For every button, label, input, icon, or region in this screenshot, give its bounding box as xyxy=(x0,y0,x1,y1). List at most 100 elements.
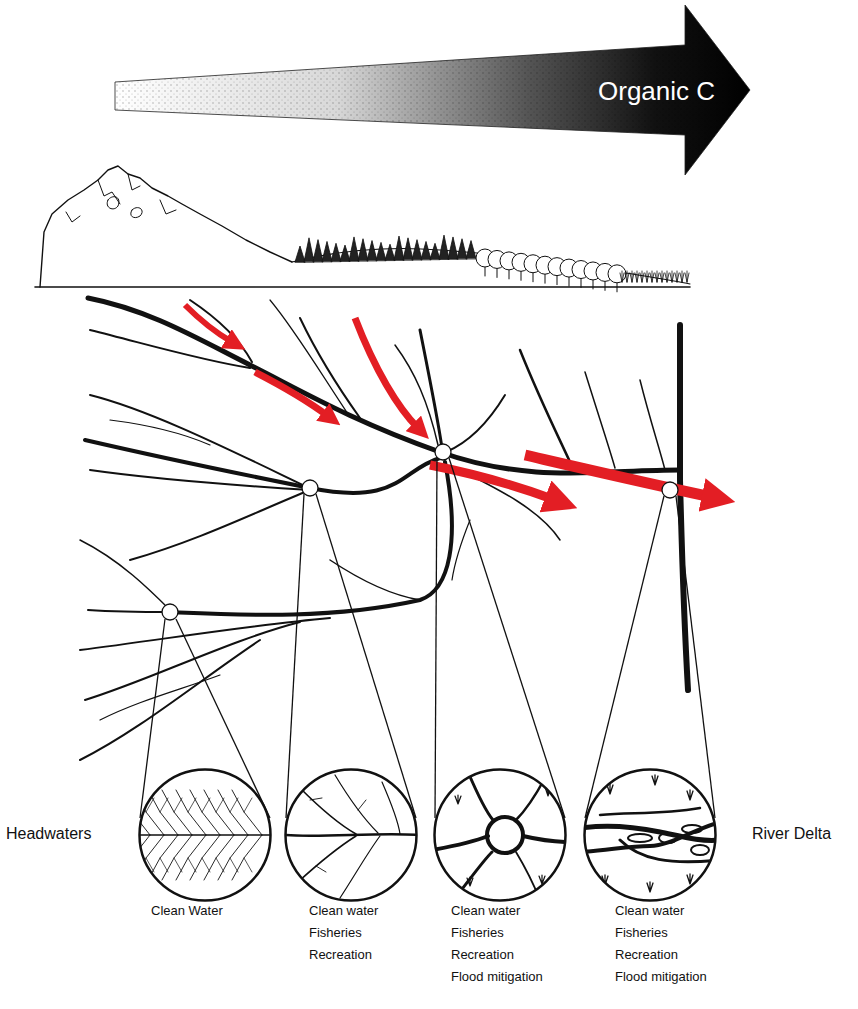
illustration-stroke xyxy=(132,798,140,812)
end-label: Headwaters xyxy=(6,824,91,844)
illustration-stroke xyxy=(385,244,395,260)
illustration-stroke xyxy=(100,675,220,720)
illustration-stroke xyxy=(162,790,192,835)
illustration-stroke xyxy=(452,520,470,580)
illustration-stroke xyxy=(188,798,196,812)
illustration-stroke xyxy=(88,610,170,612)
circle-border xyxy=(140,770,271,901)
illustration-stroke xyxy=(120,790,150,835)
illustration-stroke xyxy=(439,235,449,259)
illustration-stroke xyxy=(110,420,210,445)
illustration-stroke xyxy=(625,271,629,282)
arrow-label: Organic C xyxy=(598,76,715,106)
illustration-stroke xyxy=(131,208,142,218)
illustration-stroke xyxy=(230,798,238,812)
service-item: Fisheries xyxy=(309,922,378,944)
illustration-stroke xyxy=(395,345,438,445)
illustration-stroke xyxy=(298,836,356,882)
flow-arrows xyxy=(185,305,712,500)
illustration-stroke xyxy=(270,300,348,414)
illustration-stroke xyxy=(525,455,712,497)
circle-outline xyxy=(138,768,272,902)
service-item: Clean Water xyxy=(151,900,223,922)
illustration-stroke xyxy=(286,494,304,818)
illustration-stroke xyxy=(316,494,416,818)
illustration-stroke xyxy=(349,237,359,261)
end-label: River Delta xyxy=(752,824,831,844)
river-view xyxy=(432,768,570,902)
illustration-stroke xyxy=(202,858,210,872)
illustration-stroke xyxy=(138,768,272,902)
illustration-stroke xyxy=(66,212,80,222)
arrow-fill xyxy=(115,5,750,175)
illustration-stroke xyxy=(302,480,318,496)
illustration-stroke xyxy=(421,241,431,259)
illustration-stroke xyxy=(190,835,220,880)
illustration-stroke xyxy=(523,836,570,842)
illustration-stroke xyxy=(680,325,688,690)
illustration-stroke xyxy=(130,490,310,560)
illustration-stroke xyxy=(630,271,634,282)
river-network xyxy=(80,298,688,760)
illustration-stroke xyxy=(285,834,418,836)
illustration-stroke xyxy=(468,772,493,820)
illustration-stroke xyxy=(40,166,292,287)
illustration-stroke xyxy=(582,822,720,852)
illustration-stroke xyxy=(449,458,565,818)
illustration-stroke xyxy=(218,835,248,880)
illustration-stroke xyxy=(174,858,182,872)
illustration-stroke xyxy=(218,790,248,835)
illustration-stroke xyxy=(680,271,684,282)
illustration-stroke xyxy=(358,239,368,261)
service-item: Fisheries xyxy=(615,922,707,944)
illustration-stroke xyxy=(80,640,260,760)
illustration-stroke xyxy=(162,835,192,880)
illustration-stroke xyxy=(655,271,659,282)
illustration-stroke xyxy=(340,245,350,261)
end-label-wrap: River Delta xyxy=(752,824,831,844)
illustration-stroke xyxy=(650,271,654,282)
illustration-stroke xyxy=(430,243,440,259)
magnified-circle: Clean waterFisheriesRecreation xyxy=(284,768,418,902)
illustration-stroke xyxy=(608,265,626,283)
circle-border xyxy=(585,770,716,901)
magnified-circle: Clean waterFisheriesRecreationFlood miti… xyxy=(583,768,717,902)
illustration-stroke xyxy=(190,300,252,362)
illustration-stroke xyxy=(676,496,715,818)
circle-outline xyxy=(284,768,418,902)
illustration-stroke xyxy=(128,174,140,190)
illustration-stroke xyxy=(520,350,570,462)
end-label-wrap: Headwaters xyxy=(6,824,91,844)
illustration-stroke xyxy=(355,318,418,428)
service-list: Clean Water xyxy=(151,900,223,922)
illustration-stroke xyxy=(584,768,718,902)
illustration-stroke xyxy=(160,858,168,872)
service-item: Recreation xyxy=(615,944,707,966)
illustration-stroke xyxy=(90,395,305,486)
service-item: Recreation xyxy=(309,944,378,966)
illustration-stroke xyxy=(435,458,437,818)
illustration-stroke xyxy=(313,240,323,262)
illustration-stroke xyxy=(466,241,476,259)
illustration-stroke xyxy=(107,197,119,209)
illustration-stroke xyxy=(659,833,677,843)
illustration-stroke xyxy=(685,271,689,282)
arrow-label-wrap: Organic C xyxy=(598,76,715,106)
illustration-stroke xyxy=(457,239,467,259)
illustration-stroke xyxy=(620,271,624,282)
illustration-stroke xyxy=(244,858,252,872)
magnified-circle: Clean Water xyxy=(138,768,272,902)
illustration-stroke xyxy=(448,237,458,259)
service-list: Clean waterFisheriesRecreationFlood miti… xyxy=(615,900,707,988)
illustration-stroke xyxy=(682,825,702,833)
illustration-stroke xyxy=(160,200,176,214)
illustration-stroke xyxy=(244,798,252,812)
illustration-stroke xyxy=(160,798,168,812)
illustration-stroke xyxy=(304,238,314,262)
illustration-stroke xyxy=(120,835,150,880)
illustration-stroke xyxy=(662,482,678,498)
illustration-stroke xyxy=(435,444,451,460)
delta-view xyxy=(582,768,720,902)
illustration-stroke xyxy=(660,271,664,282)
